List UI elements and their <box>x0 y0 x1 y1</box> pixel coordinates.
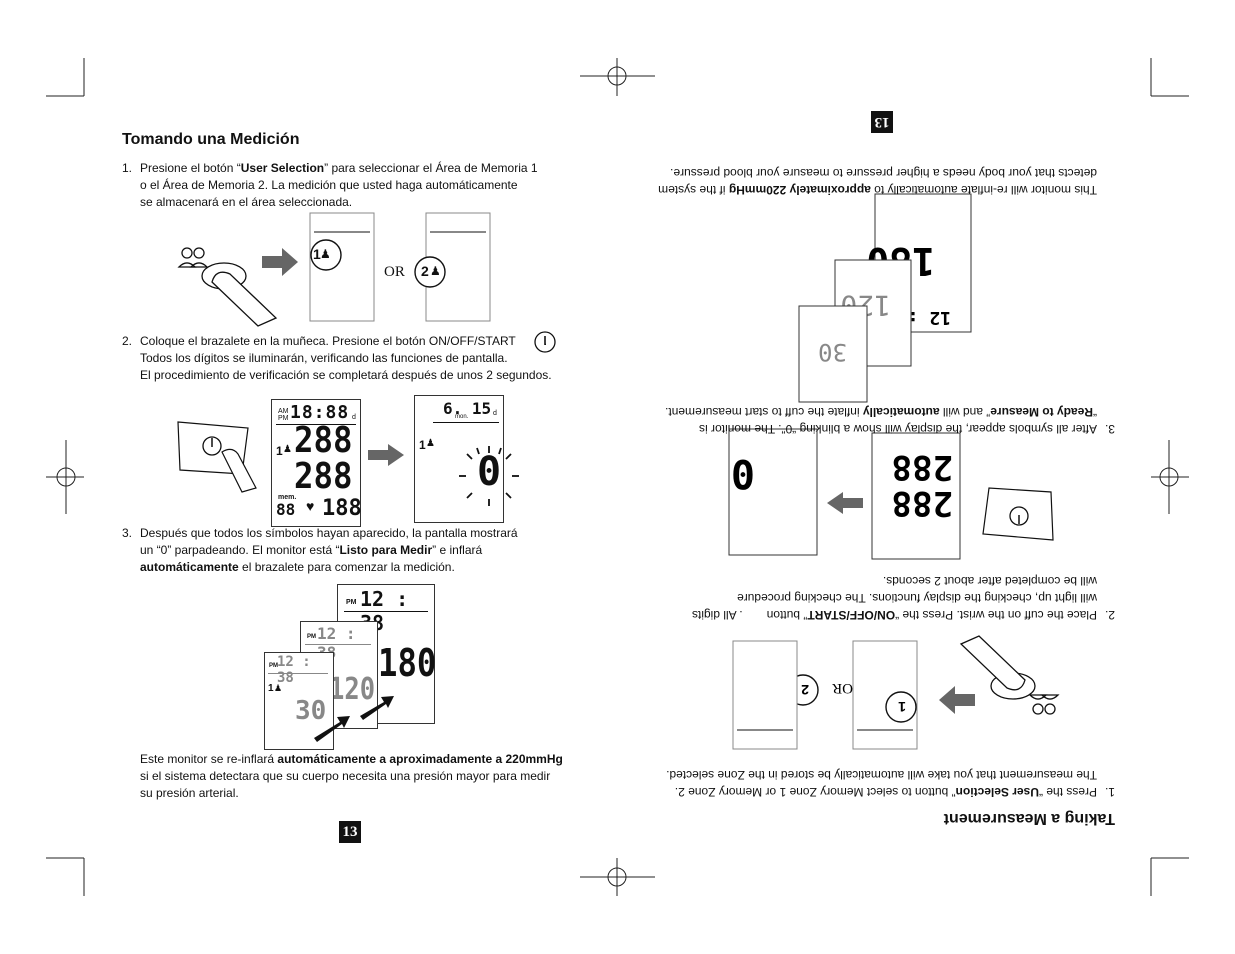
step-2-number: 2. <box>1104 608 1115 622</box>
step-1-number: 1. <box>122 161 133 175</box>
lcd-ready: 6. 15 mon. d 1 ♟ 0 <box>414 395 519 523</box>
step-2-number: 2. <box>122 334 133 348</box>
step-1-illustration: 1 OR 2 <box>732 635 1060 750</box>
svg-text:1: 1 <box>898 699 906 715</box>
person-icon: ♟ <box>430 264 441 278</box>
page-number: 13 <box>339 821 361 843</box>
reinflate-note: Este monitor se re-inflará automáticamen… <box>140 752 563 800</box>
right-page-rotated: Taking a Measurement 1. Press the “User … <box>617 96 1151 858</box>
power-icon <box>534 331 556 353</box>
step-3-text: Después que todos los símbolos hayan apa… <box>140 526 518 574</box>
svg-text:OR: OR <box>832 680 853 696</box>
step-3-number: 3. <box>1104 422 1115 436</box>
zone-2-label: 2 <box>421 263 429 279</box>
step-3-number: 3. <box>122 526 133 540</box>
page-title: Tomando una Medición <box>122 131 300 148</box>
step-2-text: Coloque el brazalete en la muñeca. Presi… <box>140 334 552 382</box>
arrows-icon <box>314 696 394 742</box>
arrow-icon <box>262 248 298 276</box>
finger-press-icon <box>201 262 278 327</box>
svg-text:288: 288 <box>892 447 953 487</box>
power-button-press <box>177 421 257 493</box>
step-1-text: Press the “User Selection” button to sel… <box>666 768 1097 799</box>
svg-text:2: 2 <box>801 682 809 698</box>
step-1-number: 1. <box>1104 785 1115 799</box>
step-3-text: After all symbols appear, the display wi… <box>665 405 1097 436</box>
svg-text:288: 288 <box>892 483 953 523</box>
step-2-text: Place the cuff on the wrist. Press the “… <box>691 574 1097 622</box>
step-2-illustration: 288 288 0 <box>728 428 1054 560</box>
page-number: 13 <box>871 111 893 133</box>
step-3-illustration: 12 : 38 180 120 30 <box>798 193 972 403</box>
zone-1-label: 1 <box>313 246 321 262</box>
or-label: OR <box>384 264 405 280</box>
user-selection-icon <box>177 247 209 268</box>
reinflate-note: This monitor will re-inflate automatical… <box>658 166 1097 197</box>
person-icon: ♟ <box>320 247 331 261</box>
svg-text:0: 0 <box>731 450 755 496</box>
arrow-icon <box>368 444 404 466</box>
page-title: Taking a Measurement <box>943 810 1115 827</box>
step-1-text: Presione el botón “User Selection” para … <box>140 161 538 209</box>
step-1-illustration <box>177 212 491 327</box>
svg-text:30: 30 <box>818 338 847 366</box>
lcd-all-segments: AM PM 18:88 d 1 ♟ 288 288 mem. 88 ♥ 188 <box>271 399 362 527</box>
